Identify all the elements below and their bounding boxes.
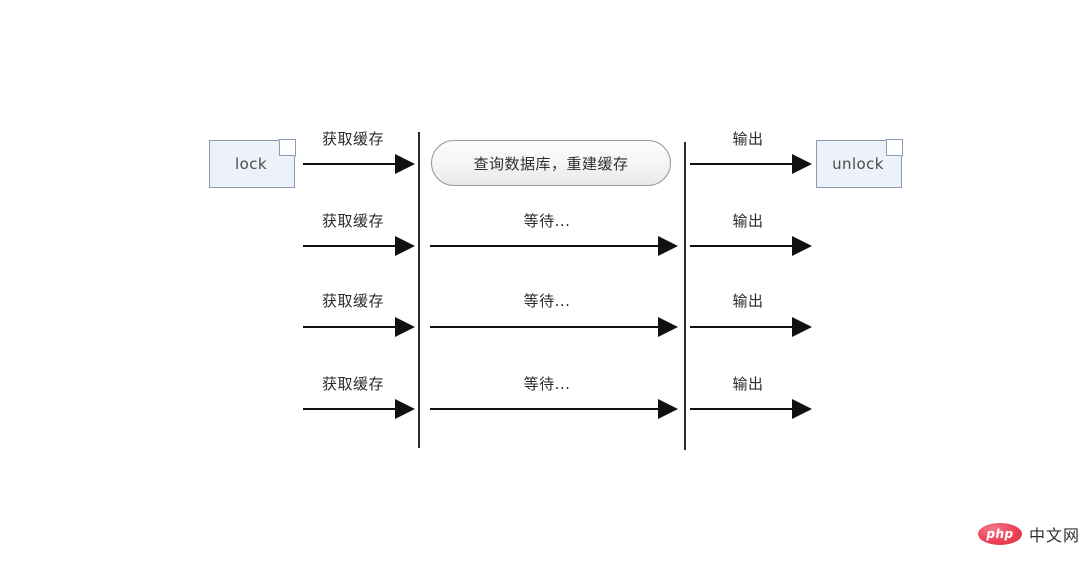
arrow-shaft — [303, 163, 395, 165]
edge-label-get-cache-2: 获取缓存 — [321, 212, 384, 230]
arrow-shaft — [303, 326, 395, 328]
arrow-head — [395, 154, 415, 174]
edge-label-output-2: 输出 — [732, 212, 764, 230]
arrow-head — [792, 399, 812, 419]
edge-label-waiting-3: 等待... — [523, 292, 571, 310]
arrow-output-4 — [690, 399, 812, 419]
lock-fold-edge — [278, 139, 296, 157]
edge-label-output-1: 输出 — [732, 130, 764, 148]
arrow-get-cache-3 — [303, 317, 415, 337]
arrow-head — [792, 236, 812, 256]
arrow-head — [658, 317, 678, 337]
arrow-shaft — [303, 408, 395, 410]
arrow-head — [792, 317, 812, 337]
divider-right — [684, 142, 686, 450]
arrow-waiting-3 — [430, 317, 678, 337]
arrow-output-2 — [690, 236, 812, 256]
edge-label-output-4: 输出 — [732, 375, 764, 393]
arrow-head — [395, 236, 415, 256]
arrow-shaft — [690, 245, 792, 247]
watermark-site-text: 中文网 — [1029, 526, 1080, 545]
unlock-fold-edge — [885, 139, 903, 157]
node-rebuild-cache-label: 查询数据库，重建缓存 — [473, 154, 629, 173]
edge-label-get-cache-1: 获取缓存 — [321, 130, 384, 148]
edge-label-get-cache-4: 获取缓存 — [321, 375, 384, 393]
arrow-shaft — [430, 326, 658, 328]
divider-left — [418, 132, 420, 448]
node-lock[interactable]: lock — [209, 139, 296, 188]
php-logo-icon: php — [978, 523, 1022, 545]
node-lock-label: lock — [235, 155, 267, 173]
php-logo-text: php — [986, 527, 1014, 541]
arrow-get-cache-2 — [303, 236, 415, 256]
edge-label-waiting-2: 等待... — [523, 212, 571, 230]
arrow-head — [658, 236, 678, 256]
arrow-output-3 — [690, 317, 812, 337]
edge-label-get-cache-3: 获取缓存 — [321, 292, 384, 310]
node-unlock[interactable]: unlock — [816, 139, 903, 188]
arrow-head — [395, 317, 415, 337]
node-unlock-label: unlock — [832, 155, 884, 173]
watermark: php 中文网 — [978, 522, 1080, 546]
arrow-shaft — [690, 408, 792, 410]
arrow-waiting-4 — [430, 399, 678, 419]
arrow-waiting-2 — [430, 236, 678, 256]
node-rebuild-cache[interactable]: 查询数据库，重建缓存 — [431, 140, 671, 186]
edge-label-waiting-4: 等待... — [523, 375, 571, 393]
arrow-get-cache-1 — [303, 154, 415, 174]
arrow-shaft — [303, 245, 395, 247]
arrow-shaft — [430, 408, 658, 410]
arrow-head — [395, 399, 415, 419]
arrow-head — [792, 154, 812, 174]
arrow-shaft — [690, 163, 792, 165]
arrow-head — [658, 399, 678, 419]
arrow-shaft — [690, 326, 792, 328]
edge-label-output-3: 输出 — [732, 292, 764, 310]
arrow-output-1 — [690, 154, 812, 174]
arrow-get-cache-4 — [303, 399, 415, 419]
arrow-shaft — [430, 245, 658, 247]
